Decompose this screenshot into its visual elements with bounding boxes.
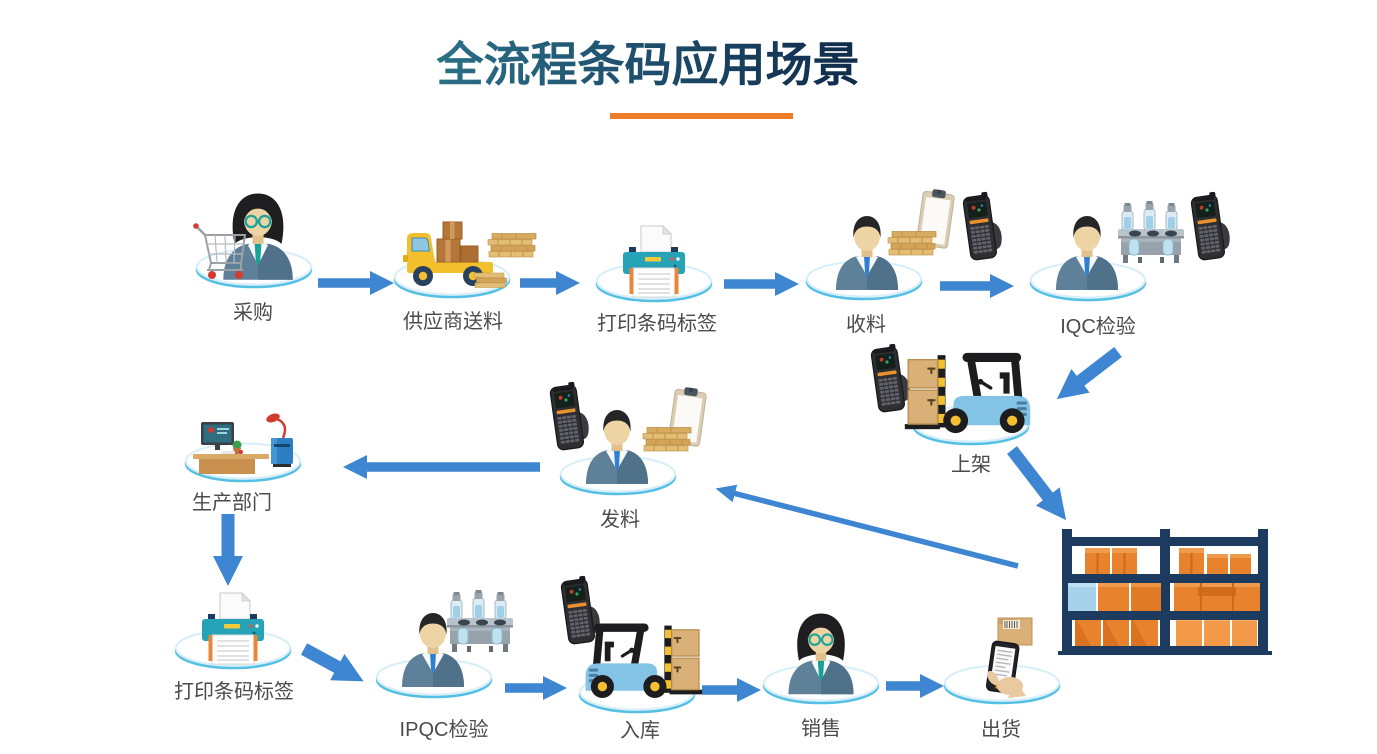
label-shelving: 上架	[951, 454, 991, 476]
node-purchase-icon	[191, 192, 313, 289]
test-rack-icon	[446, 589, 514, 653]
node-shelving-icon	[869, 341, 1030, 446]
label-warehouse-inbound: 入库	[620, 720, 660, 742]
arrow-rack-to-issue	[715, 484, 1019, 569]
node-ipqc-inspection-icon	[375, 589, 514, 699]
forklift-icon	[905, 353, 1030, 433]
label-purchase: 采购	[233, 302, 273, 324]
label-supplier-delivery: 供应商送料	[403, 311, 503, 333]
node-storage-rack-icon	[1058, 529, 1272, 655]
barcode-scanner-icon	[1189, 189, 1234, 262]
label-ipqc-inspection: IPQC检验	[399, 719, 489, 741]
arrow-shelving-to-rack	[1007, 446, 1067, 521]
flow-arrows	[213, 271, 1122, 702]
node-production-department-icon	[184, 410, 302, 483]
material-stack-icon	[887, 231, 937, 256]
node-shipping-icon	[943, 617, 1061, 705]
printer-icon	[622, 225, 686, 298]
node-print-barcode-top-icon	[595, 225, 713, 303]
node-sales-icon	[762, 612, 880, 705]
node-issue-material-icon	[548, 379, 708, 496]
buyer-icon	[222, 192, 294, 281]
material-stack-icon	[487, 233, 537, 258]
material-bundle-icon	[473, 272, 507, 288]
label-shipping: 出货	[981, 719, 1021, 741]
label-receive-material: 收料	[846, 314, 886, 336]
printer-icon	[201, 592, 265, 665]
title-underline	[610, 113, 793, 119]
label-production-department: 生产部门	[192, 492, 272, 514]
inspector-icon	[1056, 216, 1118, 290]
node-supplier-delivery-icon	[393, 221, 537, 299]
label-iqc-inspection: IQC检验	[1060, 316, 1136, 338]
saleswoman-icon	[787, 612, 855, 696]
material-stack-icon	[642, 427, 692, 452]
label-print-barcode-top: 打印条码标签	[597, 313, 717, 335]
node-iqc-inspection-icon	[1029, 189, 1234, 302]
node-warehouse-inbound-icon	[559, 573, 703, 714]
label-issue-material: 发料	[600, 509, 640, 531]
warehouse-rack-icon	[1058, 529, 1272, 655]
barcode-scanner-icon	[961, 189, 1006, 262]
forklift-icon	[586, 624, 703, 699]
arrow-print-to-ipqc	[300, 643, 364, 682]
test-rack-icon	[1117, 200, 1185, 264]
worker-icon	[586, 410, 648, 484]
node-print-barcode-bottom-icon	[174, 592, 292, 670]
label-sales: 销售	[801, 718, 841, 740]
arrow-iqc-to-shelving	[1056, 347, 1122, 400]
barcode-scanner-icon	[548, 379, 593, 452]
barcode-scanner-icon	[869, 341, 914, 414]
label-print-barcode-bottom: 打印条码标签	[174, 681, 294, 703]
page-title: 全流程条码应用场景	[437, 26, 860, 95]
